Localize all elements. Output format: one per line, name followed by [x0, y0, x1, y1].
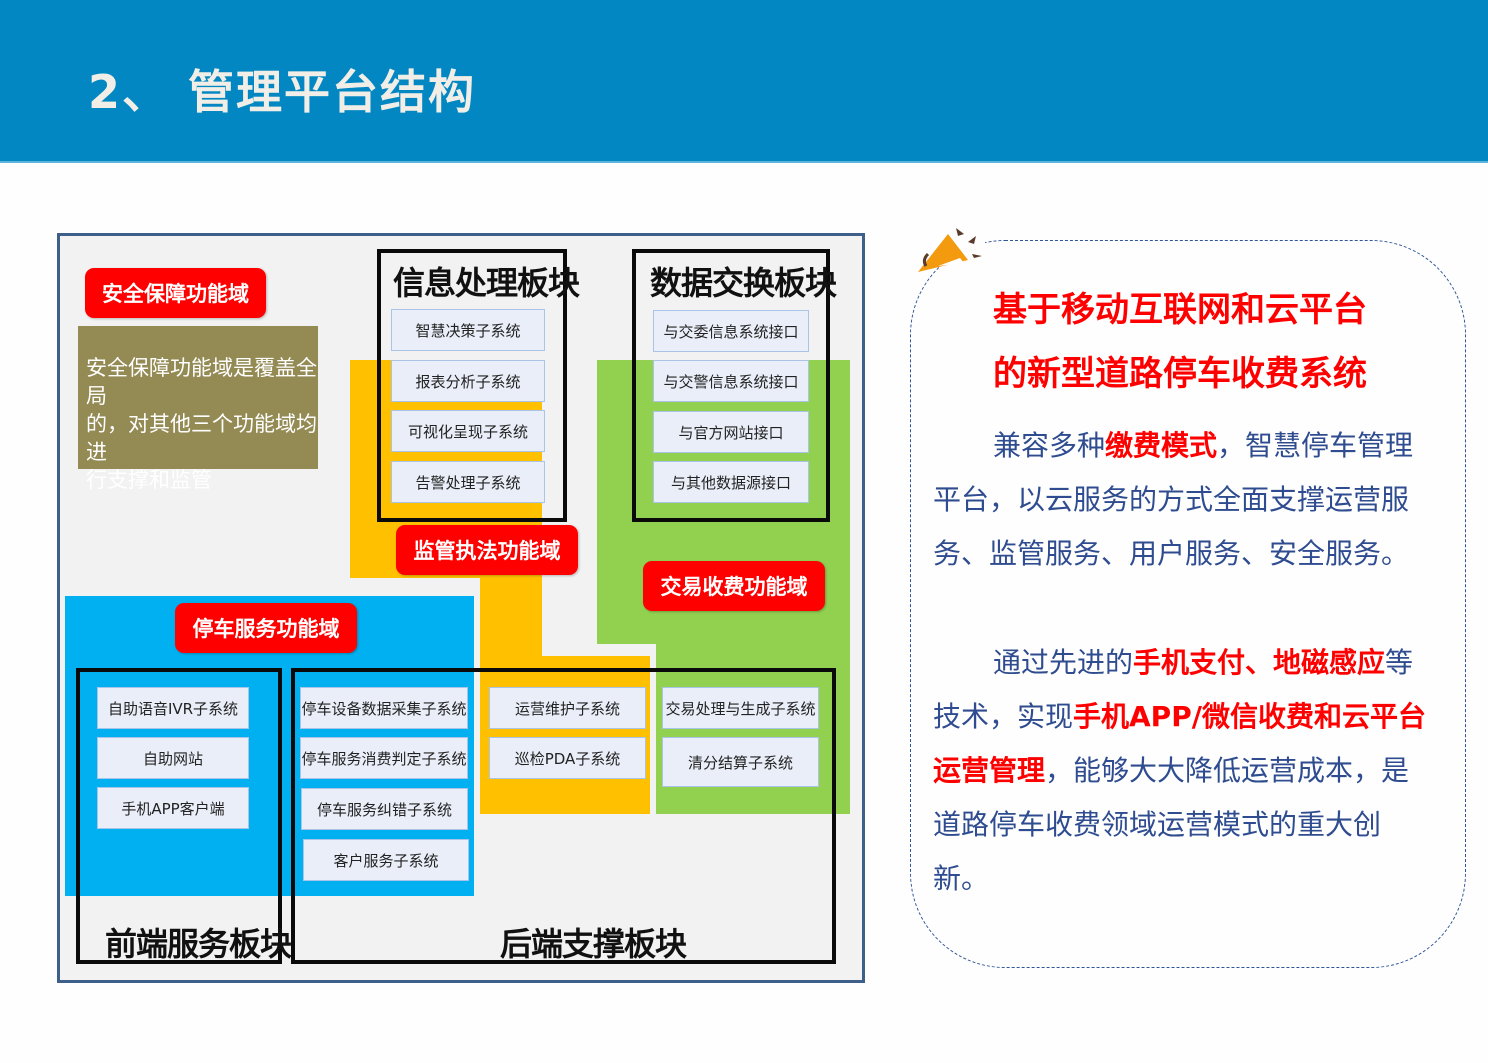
- highlight-text: 手机APP/微信收费和云平台运营管理: [933, 700, 1426, 787]
- panel-heading-line-1: 基于移动互联网和云平台: [993, 290, 1367, 330]
- highlight-text: 手机支付、地磁感应: [1133, 646, 1386, 679]
- backend-supervision-item: 巡检PDA子系统: [489, 737, 646, 779]
- backend-transaction-item: 清分结算子系统: [662, 737, 819, 787]
- data-exchange-title: 数据交换板块: [650, 264, 837, 302]
- description-panel: [910, 240, 1466, 968]
- subsystem-item: 可视化呈现子系统: [391, 410, 545, 452]
- data-exchange-block: [632, 249, 830, 522]
- subsystem-item: 告警处理子系统: [391, 461, 545, 503]
- parking-domain-tag: 停车服务功能域: [175, 603, 357, 653]
- frontend-title: 前端服务板块: [105, 925, 292, 963]
- security-description-box: 安全保障功能域是覆盖全局 的，对其他三个功能域均进 行支撑和监管: [78, 326, 318, 492]
- security-domain-tag: 安全保障功能域: [85, 268, 266, 318]
- backend-title: 后端支撑板块: [500, 925, 687, 963]
- highlight-text: 缴费模式: [1105, 429, 1218, 462]
- backend-transaction-item: 交易处理与生成子系统: [662, 687, 819, 729]
- frontend-block: [76, 668, 282, 964]
- info-processing-title: 信息处理板块: [393, 264, 580, 302]
- supervision-domain-tag: 监管执法功能域: [396, 525, 578, 575]
- backend-parking-item: 客户服务子系统: [303, 839, 469, 881]
- interface-item: 与交委信息系统接口: [653, 310, 809, 352]
- interface-item: 与交警信息系统接口: [653, 360, 809, 402]
- subsystem-item: 报表分析子系统: [391, 360, 545, 402]
- megaphone-icon: [918, 228, 982, 272]
- panel-paragraph-1: 兼容多种缴费模式，智慧停车管理平台，以云服务的方式全面支撑运营服务、监管服务、用…: [933, 429, 1414, 570]
- header-bar: 2、 管理平台结构: [0, 0, 1488, 163]
- subsystem-item: 智慧决策子系统: [391, 309, 545, 351]
- transaction-domain-tag: 交易收费功能域: [643, 561, 825, 611]
- page-title: 2、 管理平台结构: [88, 65, 477, 119]
- info-processing-block: [377, 249, 567, 522]
- backend-parking-item: 停车服务纠错子系统: [301, 788, 468, 830]
- backend-parking-item: 停车设备数据采集子系统: [300, 687, 468, 729]
- frontend-item: 自助语音IVR子系统: [97, 687, 249, 729]
- panel-heading-line-2: 的新型道路停车收费系统: [993, 354, 1367, 394]
- supervision-zone-bottom: [480, 656, 650, 814]
- backend-supervision-item: 运营维护子系统: [489, 687, 646, 729]
- backend-block: [291, 668, 836, 964]
- interface-item: 与其他数据源接口: [653, 461, 809, 503]
- frontend-item: 手机APP客户端: [97, 787, 249, 829]
- frontend-item: 自助网站: [97, 737, 249, 779]
- security-description: 安全保障功能域是覆盖全局 的，对其他三个功能域均进 行支撑和监管: [86, 356, 317, 492]
- panel-paragraph-2: 通过先进的手机支付、地磁感应等技术，实现手机APP/微信收费和云平台运营管理，能…: [933, 646, 1426, 895]
- interface-item: 与官方网站接口: [653, 411, 809, 453]
- architecture-diagram: 安全保障功能域 安全保障功能域是覆盖全局 的，对其他三个功能域均进 行支撑和监管…: [57, 233, 865, 983]
- backend-parking-item: 停车服务消费判定子系统: [300, 737, 468, 779]
